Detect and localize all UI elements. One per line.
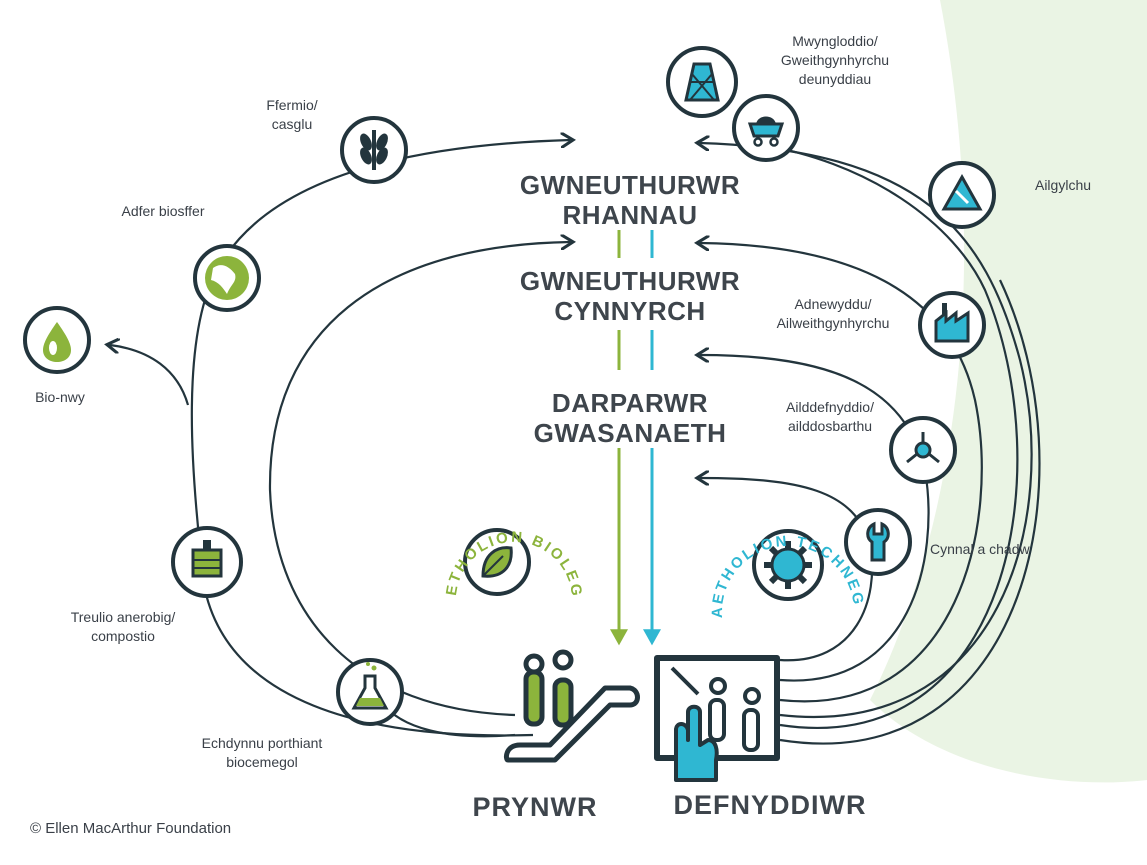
factory-icon <box>918 291 986 359</box>
mining-label: Mwyngloddio/ Gweithgynhyrchu deunyddiau <box>780 33 890 87</box>
mining-tower-icon <box>666 46 738 118</box>
recycle-label: Ailgylchu <box>1034 177 1092 193</box>
digester-icon <box>171 526 243 598</box>
mine-cart-icon <box>732 94 800 162</box>
reuse-label: Ailddefnyddio/ ailddosbarthu <box>786 399 874 434</box>
gear-icon <box>752 529 824 601</box>
farming-label: Ffermio/ casglu <box>266 97 318 132</box>
flask-icon <box>336 658 404 726</box>
maintain-label: Cynnal a chadw <box>930 541 1030 557</box>
extraction-label: Echdynnu porthiant biocemegol <box>201 735 323 770</box>
biogas-droplet-icon <box>23 306 91 374</box>
consumer-label: PRYNWR <box>472 792 598 822</box>
distribution-icon <box>889 416 957 484</box>
user-label: DEFNYDDIWR <box>673 790 867 820</box>
product-manufacturer-label: GWNEUTHURWR CYNNYRCH <box>519 266 741 326</box>
wrench-icon <box>844 508 912 576</box>
biogas-label: Bio-nwy <box>35 389 85 405</box>
tech-mining-loop <box>700 143 1033 718</box>
biogas-arrow <box>110 345 190 406</box>
tech-extra-loop <box>779 279 1041 745</box>
tech-refurbish-loop <box>700 243 983 703</box>
globe-icon <box>193 244 261 312</box>
leaf-icon <box>463 528 531 596</box>
biosphere-label: Adfer biosffer <box>121 203 205 219</box>
escalator-icon <box>504 649 640 763</box>
technical-background-tint <box>870 0 1147 783</box>
parts-manufacturer-label: GWNEUTHURWR RHANNAU <box>519 170 741 230</box>
vertical-flows <box>610 230 661 646</box>
user-screen-icon <box>654 655 780 782</box>
icon-circles <box>23 46 996 726</box>
tech-recycle-loop <box>749 141 1019 729</box>
copyright-text: © Ellen MacArthur Foundation <box>30 820 232 837</box>
anaerobic-label: Treulio anerobig/ compostio <box>70 609 176 644</box>
refurbish-label: Adnewyddu/ Ailweithgynhyrchu <box>776 296 890 331</box>
recycle-icon <box>928 161 996 229</box>
farming-icon <box>340 116 408 184</box>
service-provider-label: DARPARWR GWASANAETH <box>533 388 727 448</box>
